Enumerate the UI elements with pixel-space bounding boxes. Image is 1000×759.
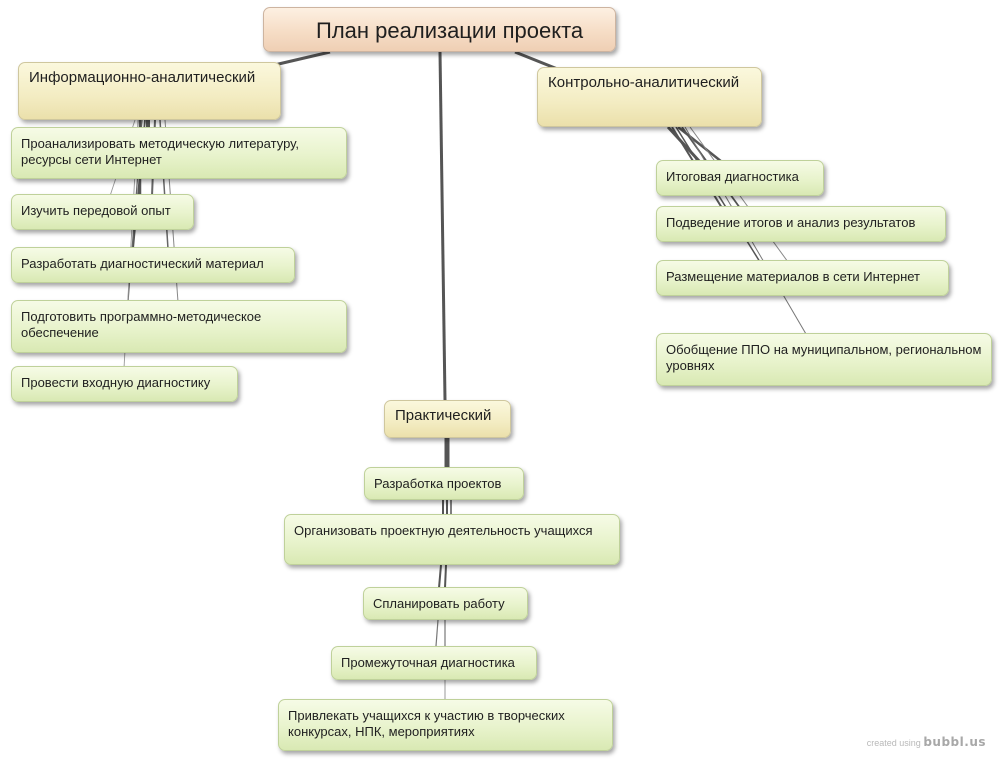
root-label: План реализации проекта — [316, 18, 584, 43]
leaf-node[interactable]: Спланировать работу — [363, 587, 528, 620]
root-node[interactable]: План реализации проекта — [263, 7, 616, 52]
leaf-node[interactable]: Размещение материалов в сети Интернет — [656, 260, 949, 296]
leaf-node[interactable]: Привлекать учащихся к участию в творческ… — [278, 699, 613, 751]
leaf-node[interactable]: Организовать проектную деятельность учащ… — [284, 514, 620, 565]
category-label: Контрольно-аналитический — [548, 74, 740, 91]
leaf-label: Изучить передовой опыт — [21, 203, 171, 218]
connector-practical-3b — [444, 564, 447, 589]
leaf-node[interactable]: Подготовить программно-методическое обес… — [11, 300, 347, 353]
category-label: Практический — [395, 407, 492, 424]
leaf-label: Разработка проектов — [374, 476, 502, 491]
connector-practical-3 — [438, 564, 442, 589]
leaf-node[interactable]: Обобщение ППО на муниципальном, регионал… — [656, 333, 992, 386]
leaf-label: Подготовить программно-методическое обес… — [21, 309, 262, 340]
leaf-label: Проанализировать методическую литературу… — [21, 136, 299, 167]
leaf-label: Промежуточная диагностика — [341, 655, 515, 670]
leaf-label: Провести входную диагностику — [21, 375, 211, 390]
leaf-label: Итоговая диагностика — [666, 169, 799, 184]
bubblus-watermark: created using bubbl.us — [867, 735, 986, 749]
category-info-analytic[interactable]: Информационно-аналитический — [18, 62, 281, 120]
leaf-label: Организовать проектную деятельность учащ… — [294, 523, 593, 538]
leaf-label: Обобщение ППО на муниципальном, регионал… — [666, 342, 982, 373]
leaf-label: Спланировать работу — [373, 596, 505, 611]
connector-root-info — [269, 50, 331, 68]
category-practical[interactable]: Практический — [384, 400, 511, 438]
connector-practical-4 — [435, 619, 439, 647]
leaf-node[interactable]: Изучить передовой опыт — [11, 194, 194, 230]
category-control-analytic[interactable]: Контрольно-аналитический — [537, 67, 762, 127]
leaf-node[interactable]: Разработать диагностический материал — [11, 247, 295, 283]
leaf-label: Подведение итогов и анализ результатов — [666, 215, 916, 230]
category-label: Информационно-аналитический — [29, 69, 256, 86]
leaf-node[interactable]: Провести входную диагностику — [11, 366, 238, 402]
leaf-label: Привлекать учащихся к участию в творческ… — [288, 708, 565, 739]
connector-root-practical — [438, 51, 447, 401]
leaf-label: Разработать диагностический материал — [21, 256, 264, 271]
leaf-label: Размещение материалов в сети Интернет — [666, 269, 921, 284]
leaf-node[interactable]: Разработка проектов — [364, 467, 524, 500]
leaf-node[interactable]: Проанализировать методическую литературу… — [11, 127, 347, 179]
leaf-node[interactable]: Итоговая диагностика — [656, 160, 824, 196]
watermark-brand: bubbl.us — [923, 735, 986, 749]
watermark-prefix: created using — [866, 738, 921, 748]
leaf-node[interactable]: Подведение итогов и анализ результатов — [656, 206, 946, 242]
leaf-node[interactable]: Промежуточная диагностика — [331, 646, 537, 680]
